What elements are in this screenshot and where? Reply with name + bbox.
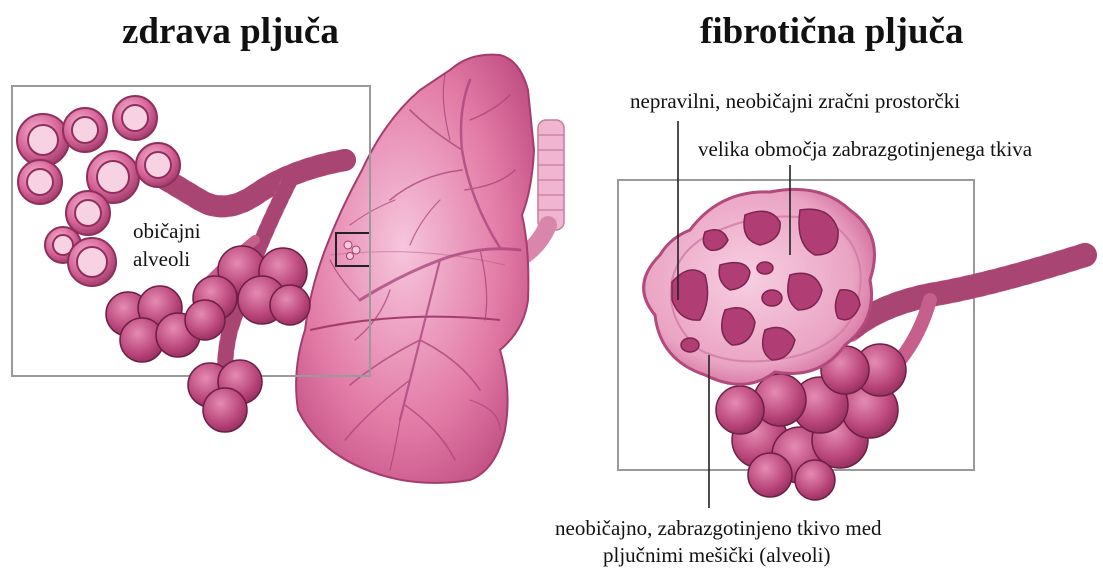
normal-alveoli-label-line1: običajni <box>133 219 201 244</box>
fibrotic-lung-illustration <box>618 121 1085 508</box>
fibrotic-lung-title: fibrotična pljuča <box>700 12 963 52</box>
normal-alveoli-label-line2: alveoli <box>133 247 190 272</box>
abnormal-tissue-label-line1: neobičajno, zabrazgotinjeno tkivo med <box>555 516 882 541</box>
irregular-air-spaces-label: nepravilni, neobičajni zračni prostorčki <box>630 89 960 114</box>
abnormal-tissue-label-line2: pljučnimi mešički (alveoli) <box>603 543 830 568</box>
healthy-lung-illustration <box>12 55 564 483</box>
healthy-alveolar-clusters <box>106 246 310 432</box>
scar-tissue-areas-label: velika območja zabrazgotinjenega tkiva <box>698 137 1032 162</box>
healthy-lung-title: zdrava pljuča <box>122 12 339 52</box>
